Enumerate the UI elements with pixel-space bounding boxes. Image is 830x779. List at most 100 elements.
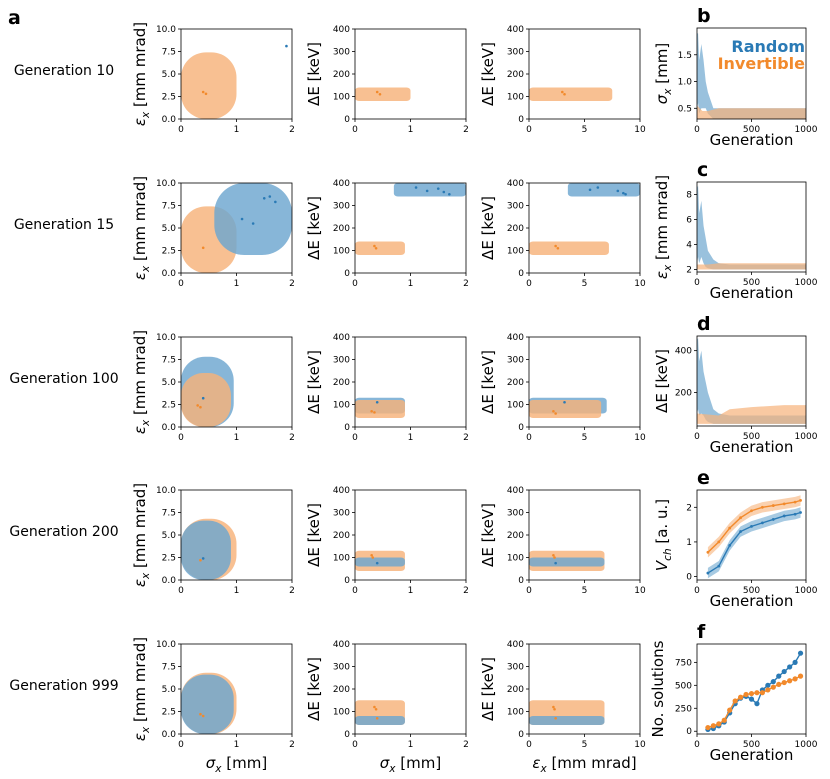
plot-area — [697, 338, 806, 424]
invertible-marker — [765, 687, 771, 693]
y-tick-label: 0.0 — [162, 115, 177, 125]
axes-frame — [354, 643, 467, 735]
y-tick-label: 200 — [675, 389, 692, 399]
row-label: Generation 200 — [9, 524, 118, 540]
x-tick-label: 10 — [634, 740, 646, 750]
random-marker — [797, 650, 804, 656]
invertible-marker — [754, 690, 760, 696]
random-point — [285, 44, 288, 48]
x-tick-label: 0 — [694, 740, 700, 750]
random-region — [181, 520, 231, 580]
y-tick-label: 2.5 — [162, 554, 176, 564]
x-tick-label: 1 — [234, 125, 240, 135]
invertible-point — [199, 405, 202, 409]
x-tick-label: 1 — [408, 125, 414, 135]
x-axis-label: σx [mm] — [380, 754, 441, 775]
y-axis-label: ΔE [keV] — [305, 350, 323, 414]
y-tick-label: 10.0 — [156, 640, 176, 650]
y-tick-label: 300 — [507, 356, 524, 366]
plot-area — [705, 650, 804, 733]
x-tick-label: 5 — [582, 586, 588, 596]
y-tick-label: 0 — [518, 576, 524, 586]
random-band — [697, 185, 806, 270]
y-tick-label: 5.0 — [162, 685, 177, 695]
random-region — [567, 183, 640, 197]
y-tick-label: 200 — [507, 685, 524, 695]
y-tick-label: 400 — [507, 179, 524, 189]
x-tick-label: 5 — [582, 279, 588, 289]
y-tick-label: 300 — [333, 356, 350, 366]
invertible-marker — [727, 707, 733, 713]
x-tick-label: 2 — [289, 433, 295, 443]
y-tick-label: 0 — [344, 730, 350, 740]
x-tick-label: 0 — [178, 125, 184, 135]
random-region — [181, 674, 234, 734]
random-marker — [728, 543, 732, 547]
x-tick-label: 10 — [634, 279, 646, 289]
random-region — [393, 183, 466, 197]
x-tick-label: 1000 — [795, 125, 818, 135]
invertible-marker — [759, 690, 766, 696]
random-region — [355, 716, 405, 725]
random-marker — [754, 701, 760, 707]
row-label: Generation 100 — [9, 371, 118, 387]
x-tick-label: 2 — [463, 125, 469, 135]
axes-frame — [696, 335, 807, 427]
x-axis-label: Generation — [710, 592, 794, 610]
invertible-marker — [706, 550, 710, 554]
x-tick-label: 5 — [582, 125, 588, 135]
invertible-marker — [793, 500, 797, 504]
random-marker — [793, 512, 797, 516]
x-tick-label: 0 — [694, 125, 700, 135]
invertible-region — [355, 400, 405, 418]
axes-frame — [180, 28, 293, 120]
axes-frame — [696, 643, 807, 735]
x-tick-label: 0 — [352, 433, 358, 443]
invertible-point — [556, 246, 560, 250]
y-tick-label: 100 — [333, 554, 350, 564]
invertible-band — [697, 263, 806, 270]
invertible-point — [371, 556, 375, 559]
invertible-marker — [717, 540, 721, 544]
random-marker — [771, 518, 775, 521]
random-marker — [765, 682, 771, 688]
y-tick-label: 100 — [507, 554, 524, 564]
x-axis-label: Generation — [710, 284, 794, 302]
x-tick-label: 0 — [526, 125, 532, 135]
y-tick-label: 300 — [333, 663, 350, 673]
y-tick-label: 0 — [518, 115, 524, 125]
x-tick-label: 500 — [743, 125, 760, 135]
y-tick-label: 400 — [507, 333, 524, 343]
y-tick-label: 2.5 — [162, 401, 176, 411]
random-point — [436, 187, 440, 190]
invertible-marker — [705, 724, 711, 731]
invertible-point — [370, 553, 373, 557]
legend-random: Random — [731, 37, 805, 56]
invertible-region — [355, 241, 405, 255]
random-point — [268, 195, 272, 198]
y-axis-label: ΔE [keV] — [305, 196, 323, 260]
axes-frame — [354, 336, 467, 428]
x-tick-label: 0 — [178, 433, 184, 443]
y-axis-label: ΔE [keV] — [479, 503, 497, 567]
y-axis-label: ΔE [keV] — [479, 657, 497, 721]
y-tick-label: 4 — [686, 241, 692, 251]
x-tick-label: 1 — [408, 433, 414, 443]
y-tick-label: 5.0 — [162, 531, 177, 541]
y-axis-label: εx [mm mrad] — [131, 330, 152, 434]
x-tick-label: 1000 — [795, 432, 818, 442]
random-point — [414, 186, 418, 189]
y-axis-label: ΔE [keV] — [305, 503, 323, 567]
invertible-point — [552, 409, 555, 413]
row-label: Generation 999 — [9, 678, 118, 694]
y-tick-label: 300 — [507, 48, 524, 58]
